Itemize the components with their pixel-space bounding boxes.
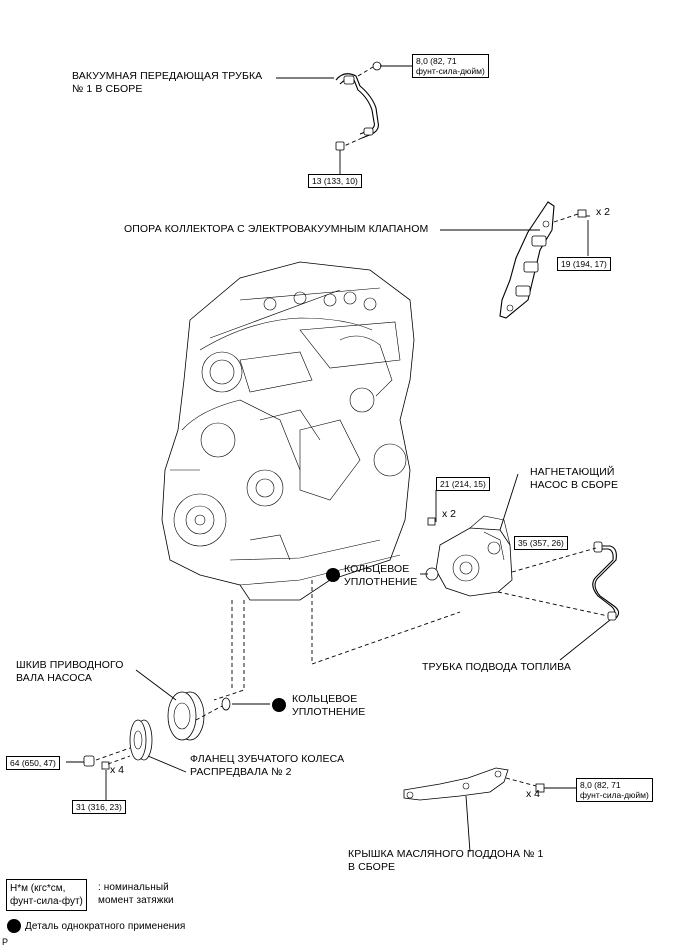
legend-unit-line1: Н*м (кгс*см, (10, 883, 66, 894)
oring-1-line1: КОЛЬЦЕВОЕ (344, 563, 410, 575)
multiplier-m2: x 2 (442, 508, 457, 520)
torque-box-t8: 8,0 (82, 71 фунт-сила-дюйм) (576, 778, 653, 802)
manifold-support-part (499, 201, 587, 319)
multiplier-m3: x 4 (110, 764, 125, 776)
manifold-support-label: ОПОРА КОЛЛЕКТОРА С ЭЛЕКТРОВАКУУМНЫМ КЛАП… (124, 223, 429, 235)
torque-box-t1: 8,0 (82, 71 фунт-сила-дюйм) (412, 54, 489, 78)
vacuum-tube-label-line1: ВАКУУМНАЯ ПЕРЕДАЮЩАЯ ТРУБКА (72, 70, 263, 82)
legend-desc-line2: момент затяжки (98, 895, 174, 906)
oil-pan-cover-label: КРЫШКА МАСЛЯНОГО ПОДДОНА № 1 В СБОРЕ (348, 848, 543, 874)
pump-label: НАГНЕТАЮЩИЙ НАСОС В СБОРЕ (530, 466, 618, 492)
non-reusable-mark-1 (326, 568, 340, 582)
oil-pan-cover-line2: В СБОРЕ (348, 861, 396, 873)
flange-label-line1: ФЛАНЕЦ ЗУБЧАТОГО КОЛЕСА (190, 753, 345, 765)
supply-pump-part (425, 515, 513, 597)
torque-t8-line1: 8,0 (82, 71 (580, 780, 621, 790)
oring-1-line2: УПЛОТНЕНИЕ (344, 576, 418, 588)
flange-label: ФЛАНЕЦ ЗУБЧАТОГО КОЛЕСА РАСПРЕДВАЛА № 2 (190, 753, 344, 779)
oil-pan-cover-part (403, 767, 545, 801)
torque-box-t5: 35 (357, 26) (514, 536, 568, 550)
legend-unit-box: Н*м (кгс*см, фунт-сила-фут) (6, 879, 87, 911)
torque-box-t7: 31 (316, 23) (72, 800, 126, 814)
legend-non-reusable-dot (7, 919, 21, 933)
non-reusable-mark-2 (272, 698, 286, 712)
pump-label-line1: НАГНЕТАЮЩИЙ (530, 466, 615, 478)
torque-box-t2: 13 (133, 10) (308, 174, 362, 188)
fuel-pipe-part (592, 541, 620, 621)
legend-non-reusable-text: Деталь однократного применения (25, 921, 186, 932)
torque-t8-line2: фунт-сила-дюйм) (580, 790, 649, 800)
torque-box-t3: 19 (194, 17) (557, 257, 611, 271)
oring-2-line1: КОЛЬЦЕВОЕ (292, 693, 358, 705)
flange-label-line2: РАСПРЕДВАЛА № 2 (190, 766, 292, 778)
corner-mark: P (2, 937, 9, 947)
torque-t1-line2: фунт-сила-дюйм) (416, 66, 485, 76)
pulley-label: ШКИВ ПРИВОДНОГО ВАЛА НАСОСА (16, 659, 124, 685)
vacuum-tube-label: ВАКУУМНАЯ ПЕРЕДАЮЩАЯ ТРУБКА № 1 В СБОРЕ (72, 70, 262, 96)
torque-t1-line1: 8,0 (82, 71 (416, 56, 457, 66)
oil-pan-cover-line1: КРЫШКА МАСЛЯНОГО ПОДДОНА № 1 (348, 848, 544, 860)
pulley-flange-part (83, 691, 231, 770)
legend-desc-line1: : номинальный (98, 882, 169, 893)
legend-unit-description: : номинальный момент затяжки (98, 881, 174, 907)
multiplier-m4: x 4 (526, 788, 541, 800)
pulley-label-line2: ВАЛА НАСОСА (16, 672, 93, 684)
engine-block (161, 261, 415, 601)
multiplier-m1: x 2 (596, 206, 611, 218)
oring-label-2: КОЛЬЦЕВОЕ УПЛОТНЕНИЕ (292, 693, 365, 719)
oring-label-1: КОЛЬЦЕВОЕ УПЛОТНЕНИЕ (344, 563, 417, 589)
pulley-label-line1: ШКИВ ПРИВОДНОГО (16, 659, 124, 671)
vacuum-tube-label-line2: № 1 В СБОРЕ (72, 83, 143, 95)
torque-box-t6: 64 (650, 47) (6, 756, 60, 770)
legend-unit-line2: фунт-сила-фут) (10, 896, 83, 907)
fuel-pipe-label: ТРУБКА ПОДВОДА ТОПЛИВА (422, 661, 571, 673)
oring-2-line2: УПЛОТНЕНИЕ (292, 706, 366, 718)
torque-box-t4: 21 (214, 15) (436, 477, 490, 491)
pump-label-line2: НАСОС В СБОРЕ (530, 479, 619, 491)
